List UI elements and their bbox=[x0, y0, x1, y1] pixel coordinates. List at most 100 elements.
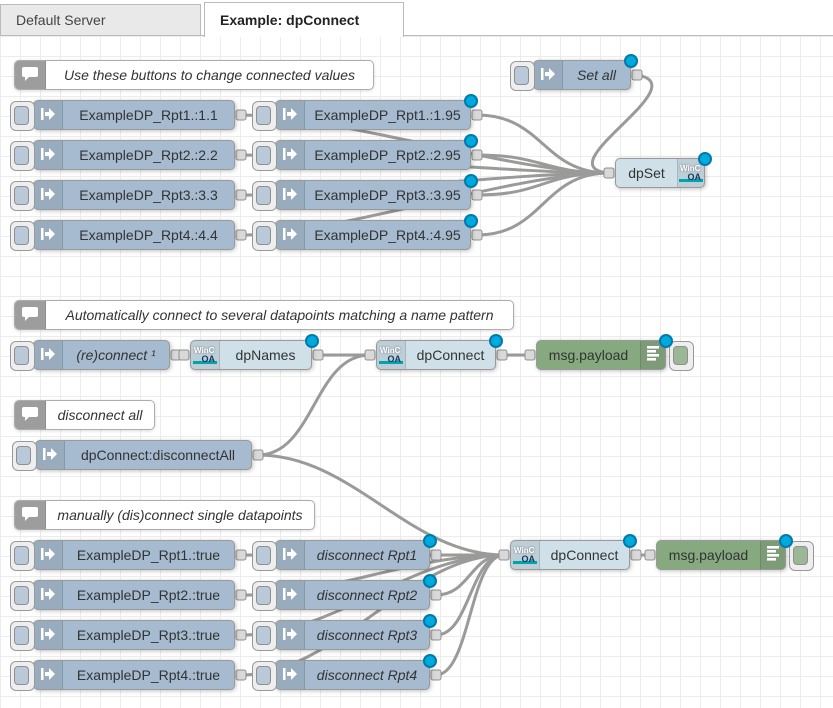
tab-default-server[interactable]: Default Server bbox=[0, 4, 201, 36]
inject-dpconnect-disconnectall-button[interactable] bbox=[12, 441, 37, 471]
inject-exampledp-rpt4-true[interactable]: ExampleDP_Rpt4.:true bbox=[10, 660, 235, 691]
wire[interactable] bbox=[590, 73, 654, 175]
wincc-dpconnect-auto-label: dpConnect bbox=[416, 347, 485, 363]
inject-disconnect-rpt2-output-port[interactable] bbox=[430, 589, 442, 601]
comment-auto-connect[interactable]: Automatically connect to several datapoi… bbox=[14, 300, 514, 330]
debug-msg-payload-auto[interactable]: msg.payload bbox=[536, 334, 694, 371]
inject-arrow-icon bbox=[282, 145, 298, 166]
debug-msg-payload-manual[interactable]: msg.payload bbox=[656, 534, 814, 571]
inject-reconnect-button[interactable] bbox=[10, 341, 35, 371]
inject-exampledp-rpt3-true[interactable]: ExampleDP_Rpt3.:true bbox=[10, 620, 235, 651]
comment-change-values[interactable]: Use these buttons to change connected va… bbox=[14, 60, 374, 90]
tab-example-dpconnect[interactable]: Example: dpConnect bbox=[204, 2, 404, 37]
inject-exampledp-rpt3-3-3-button[interactable] bbox=[10, 181, 35, 211]
inject-exampledp-rpt2-true-output-port[interactable] bbox=[235, 589, 247, 601]
wincc-dpnames-output-port[interactable] bbox=[312, 349, 324, 361]
debug-msg-payload-manual-toggle-button[interactable] bbox=[789, 541, 814, 571]
wire[interactable] bbox=[239, 553, 506, 677]
inject-exampledp-rpt2-2-95[interactable]: ExampleDP_Rpt2.:2.95 bbox=[252, 134, 478, 171]
inject-exampledp-rpt2-true-button-inner bbox=[14, 586, 29, 605]
inject-exampledp-rpt3-3-3[interactable]: ExampleDP_Rpt3.:3.3 bbox=[10, 180, 235, 211]
inject-dpconnect-disconnectall-output-port[interactable] bbox=[252, 449, 264, 461]
inject-exampledp-rpt2-2-95-button[interactable] bbox=[252, 141, 277, 171]
inject-exampledp-rpt4-4-4[interactable]: ExampleDP_Rpt4.:4.4 bbox=[10, 220, 235, 251]
inject-exampledp-rpt1-1-1[interactable]: ExampleDP_Rpt1.:1.1 bbox=[10, 100, 235, 131]
inject-exampledp-rpt4-true-button[interactable] bbox=[10, 661, 35, 691]
inject-exampledp-rpt4-4-95[interactable]: ExampleDP_Rpt4.:4.95 bbox=[252, 214, 478, 251]
wincc-dpconnect-manual-input-port[interactable] bbox=[498, 549, 510, 561]
inject-disconnect-rpt1[interactable]: disconnect Rpt1 bbox=[252, 534, 437, 571]
comment-manual-disconnect[interactable]: manually (dis)connect single datapoints bbox=[14, 500, 315, 530]
inject-exampledp-rpt1-1-95-output-port[interactable] bbox=[471, 109, 483, 121]
wincc-oa-icon-swash bbox=[379, 360, 403, 364]
wincc-oa-icon-text-1: WinC bbox=[194, 345, 215, 355]
inject-disconnect-rpt4-button[interactable] bbox=[252, 661, 277, 691]
inject-disconnect-rpt2[interactable]: disconnect Rpt2 bbox=[252, 574, 437, 611]
inject-disconnect-rpt1-button[interactable] bbox=[252, 541, 277, 571]
inject-exampledp-rpt3-3-95-output-port[interactable] bbox=[471, 189, 483, 201]
inject-disconnect-rpt3-button[interactable] bbox=[252, 621, 277, 651]
inject-disconnect-rpt3-output-port[interactable] bbox=[430, 629, 442, 641]
wincc-dpconnect-manual-output-port[interactable] bbox=[630, 549, 642, 561]
inject-set-all[interactable]: Set all bbox=[510, 54, 638, 91]
inject-exampledp-rpt1-1-1-output-port[interactable] bbox=[235, 109, 247, 121]
inject-exampledp-rpt1-1-95-button[interactable] bbox=[252, 101, 277, 131]
inject-exampledp-rpt1-true-button[interactable] bbox=[10, 541, 35, 571]
inject-exampledp-rpt2-2-95-output-port[interactable] bbox=[471, 149, 483, 161]
inject-exampledp-rpt2-2-2[interactable]: ExampleDP_Rpt2.:2.2 bbox=[10, 140, 235, 171]
inject-exampledp-rpt4-4-4-button[interactable] bbox=[10, 221, 35, 251]
wincc-dpconnect-auto-input-port[interactable] bbox=[364, 349, 376, 361]
inject-arrow-icon bbox=[42, 445, 58, 466]
inject-exampledp-rpt2-2-2-button[interactable] bbox=[10, 141, 35, 171]
wire[interactable] bbox=[256, 453, 506, 557]
debug-msg-payload-auto-label: msg.payload bbox=[548, 347, 629, 363]
debug-msg-payload-manual-input-port[interactable] bbox=[644, 549, 656, 561]
inject-exampledp-rpt2-true[interactable]: ExampleDP_Rpt2.:true bbox=[10, 580, 235, 611]
inject-exampledp-rpt4-4-95-output-port[interactable] bbox=[471, 229, 483, 241]
inject-exampledp-rpt3-3-95-button[interactable] bbox=[252, 181, 277, 211]
inject-exampledp-rpt4-4-4-output-port[interactable] bbox=[235, 229, 247, 241]
wire[interactable] bbox=[475, 171, 611, 237]
comment-disconnect-all[interactable]: disconnect all bbox=[14, 400, 155, 430]
wire[interactable] bbox=[434, 553, 506, 677]
inject-exampledp-rpt3-3-3-output-port[interactable] bbox=[235, 189, 247, 201]
inject-exampledp-rpt4-true-output-port[interactable] bbox=[235, 669, 247, 681]
inject-reconnect-label: (re)connect ¹ bbox=[76, 347, 156, 363]
inject-disconnect-rpt3[interactable]: disconnect Rpt3 bbox=[252, 614, 437, 651]
inject-exampledp-rpt4-4-95-button[interactable] bbox=[252, 221, 277, 251]
inject-arrow-icon bbox=[40, 665, 56, 686]
inject-set-all-button[interactable] bbox=[510, 61, 535, 91]
inject-disconnect-rpt1-output-port[interactable] bbox=[430, 549, 442, 561]
wincc-dpnames-input-port[interactable] bbox=[178, 349, 190, 361]
inject-exampledp-rpt1-1-1-button[interactable] bbox=[10, 101, 35, 131]
inject-exampledp-rpt2-true-button[interactable] bbox=[10, 581, 35, 611]
inject-dpconnect-disconnectall[interactable]: dpConnect:disconnectAll bbox=[12, 440, 252, 471]
inject-exampledp-rpt3-true-output-port[interactable] bbox=[235, 629, 247, 641]
flow-canvas[interactable]: Use these buttons to change connected va… bbox=[0, 36, 833, 708]
wire[interactable] bbox=[256, 353, 372, 457]
inject-disconnect-rpt4[interactable]: disconnect Rpt4 bbox=[252, 654, 437, 691]
inject-disconnect-rpt4-output-port[interactable] bbox=[430, 669, 442, 681]
inject-reconnect[interactable]: (re)connect ¹ bbox=[10, 340, 170, 371]
debug-msg-payload-auto-input-port[interactable] bbox=[524, 349, 536, 361]
changed-indicator bbox=[464, 214, 478, 228]
inject-exampledp-rpt3-3-95[interactable]: ExampleDP_Rpt3.:3.95 bbox=[252, 174, 478, 211]
wincc-dpconnect-auto-output-port[interactable] bbox=[496, 349, 508, 361]
inject-arrow-icon bbox=[282, 585, 298, 606]
wincc-dpset-label: dpSet bbox=[628, 165, 665, 181]
inject-disconnect-rpt2-button[interactable] bbox=[252, 581, 277, 611]
inject-set-all-output-port[interactable] bbox=[631, 69, 643, 81]
wincc-dpset-input-port[interactable] bbox=[603, 167, 615, 179]
inject-exampledp-rpt3-true-button[interactable] bbox=[10, 621, 35, 651]
wire[interactable] bbox=[475, 113, 611, 175]
inject-exampledp-rpt1-true[interactable]: ExampleDP_Rpt1.:true bbox=[10, 540, 235, 571]
debug-msg-payload-auto-toggle-button[interactable] bbox=[669, 341, 694, 371]
inject-exampledp-rpt2-2-2-output-port[interactable] bbox=[235, 149, 247, 161]
wire[interactable] bbox=[475, 153, 611, 175]
inject-exampledp-rpt1-true-output-port[interactable] bbox=[235, 549, 247, 561]
inject-exampledp-rpt1-1-95[interactable]: ExampleDP_Rpt1.:1.95 bbox=[252, 94, 478, 131]
